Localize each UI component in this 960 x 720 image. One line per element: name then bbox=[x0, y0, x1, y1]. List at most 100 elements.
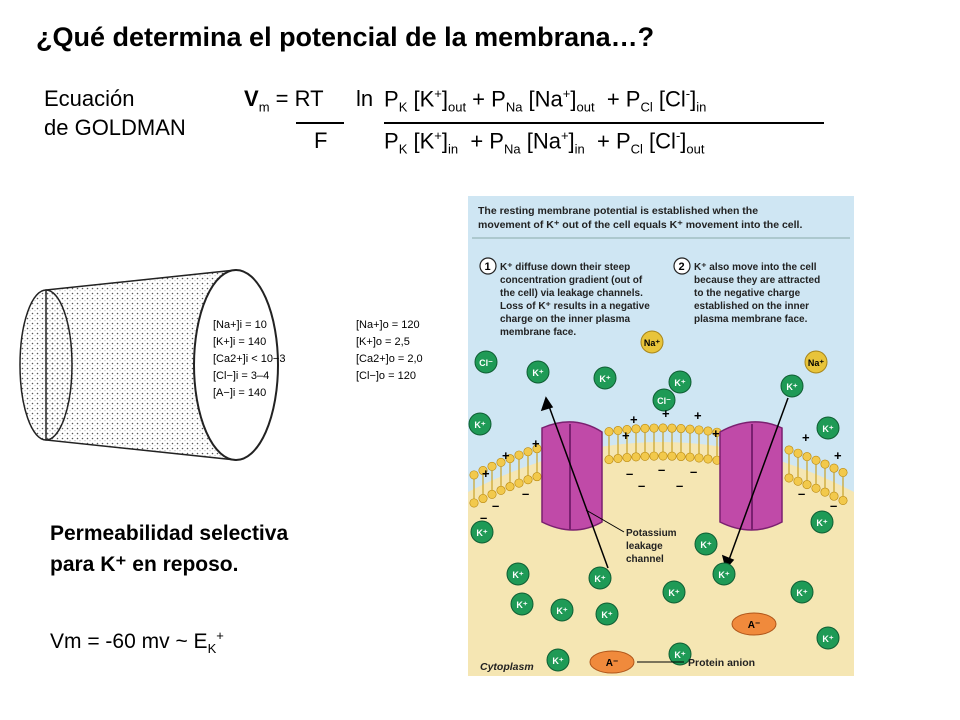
svg-text:K⁺: K⁺ bbox=[816, 518, 827, 528]
svg-text:K⁺: K⁺ bbox=[599, 374, 610, 384]
negative-charge: – bbox=[690, 464, 697, 479]
lipid-head-outer bbox=[811, 455, 821, 465]
channel-label-0: Potassium bbox=[626, 528, 677, 539]
lipid-head-inner bbox=[604, 455, 614, 465]
step-2: 2 K⁺ also move into the cell because the… bbox=[673, 257, 820, 325]
numerator-term-2-post: ] bbox=[690, 86, 697, 112]
positive-charge: + bbox=[712, 426, 720, 441]
potassium-ion: K⁺ bbox=[662, 580, 686, 604]
lipid-head-outer bbox=[649, 423, 659, 433]
negative-charge: – bbox=[798, 486, 805, 501]
potassium-channel-right bbox=[719, 421, 783, 531]
step-2-line-3: established on the inner bbox=[694, 301, 809, 312]
denominator-term-0-sub2: in bbox=[447, 141, 459, 157]
inside-conc-2: [Ca2+]i < 10−3 bbox=[213, 353, 285, 365]
svg-text:K⁺: K⁺ bbox=[786, 382, 797, 392]
lipid-head-inner bbox=[811, 483, 821, 493]
sodium-ion: Na⁺ bbox=[640, 330, 664, 354]
numerator-term-0-sub: K bbox=[398, 99, 408, 115]
svg-text:K⁺: K⁺ bbox=[512, 570, 523, 580]
svg-text:Cl⁻: Cl⁻ bbox=[479, 358, 493, 368]
positive-charge: + bbox=[502, 448, 510, 463]
vm-text: Vm = -60 mv ~ E bbox=[50, 630, 208, 653]
lipid-head-outer bbox=[523, 447, 533, 457]
lipid-head-inner bbox=[469, 498, 479, 508]
positive-charge: + bbox=[834, 448, 842, 463]
protein-anion-label: Protein anion bbox=[688, 657, 755, 669]
svg-text:K⁺: K⁺ bbox=[552, 656, 563, 666]
step-1-line-5: membrane face. bbox=[500, 327, 576, 338]
lipid-head-inner bbox=[649, 451, 659, 461]
lipid-head-outer bbox=[694, 425, 704, 435]
rt-fraction-line bbox=[296, 122, 344, 124]
lipid-head-inner bbox=[667, 451, 677, 461]
equation-lhs: Vm = RT bbox=[244, 86, 324, 114]
positive-charge: + bbox=[482, 466, 490, 481]
inside-conc-4: [A−]i = 140 bbox=[213, 387, 266, 399]
lipid-head-inner bbox=[523, 475, 533, 485]
numerator-term-0-pre: P bbox=[384, 86, 399, 112]
denominator-term-1-sub: Na bbox=[503, 141, 521, 157]
denominator-term-1-sup: + bbox=[560, 128, 569, 143]
negative-charge: – bbox=[480, 510, 487, 525]
numerator-term-2-sup: - bbox=[685, 86, 691, 101]
step-1: 1 K⁺ diffuse down their steep concentrat… bbox=[479, 257, 650, 338]
permeability-note: Permeabilidad selectiva para K⁺ en repos… bbox=[50, 518, 288, 580]
lipid-head-inner bbox=[496, 485, 506, 495]
lipid-head-outer bbox=[820, 459, 830, 469]
denominator-term-1-post: ] bbox=[568, 128, 575, 154]
negative-charge: – bbox=[492, 498, 499, 513]
inside-conc-1: [K+]i = 140 bbox=[213, 336, 266, 348]
svg-text:K⁺: K⁺ bbox=[822, 634, 833, 644]
numerator-term-2-sub: Cl bbox=[640, 99, 653, 115]
svg-text:K⁺: K⁺ bbox=[556, 606, 567, 616]
sodium-ion: Na⁺ bbox=[804, 350, 828, 374]
channel-label: Potassium leakage channel bbox=[626, 528, 677, 565]
lipid-head-inner bbox=[685, 452, 695, 462]
outside-concentrations: [Na+]o = 120 [K+]o = 2,5 [Ca2+]o = 2,0 [… bbox=[356, 319, 423, 382]
negative-charge: – bbox=[626, 466, 633, 481]
denominator-term-2-sub: Cl bbox=[630, 141, 643, 157]
equation-denominator: PK [K+]in + PNa [Na+]in + PCl [Cl-]out bbox=[384, 128, 704, 157]
denominator-term-0-sub: K bbox=[398, 141, 408, 157]
numerator-term-2-pre: + P bbox=[594, 86, 641, 112]
equation-v: V bbox=[244, 86, 259, 111]
figure-header-line1: The resting membrane potential is establ… bbox=[478, 205, 758, 217]
lipid-head-outer bbox=[802, 452, 812, 462]
lipid-head-inner bbox=[694, 453, 704, 463]
lipid-head-outer bbox=[514, 450, 524, 460]
step-2-number: 2 bbox=[679, 261, 685, 273]
outside-conc-0: [Na+]o = 120 bbox=[356, 319, 420, 331]
chloride-ion: Cl⁻ bbox=[652, 388, 676, 412]
positive-charge: + bbox=[802, 430, 810, 445]
equation-f: F bbox=[314, 128, 328, 153]
denominator-term-2-pre: + P bbox=[584, 128, 631, 154]
step-2-badge bbox=[673, 257, 691, 275]
lipid-head-outer bbox=[793, 448, 803, 458]
denominator-term-2-mid: [Cl bbox=[642, 128, 676, 154]
svg-text:K⁺: K⁺ bbox=[532, 368, 543, 378]
equation-numerator: PK [K+]out + PNa [Na+]out + PCl [Cl-]in bbox=[384, 86, 706, 115]
positive-charge: + bbox=[662, 406, 670, 421]
numerator-term-0-mid: [K bbox=[407, 86, 435, 112]
potassium-ion: K⁺ bbox=[510, 592, 534, 616]
lipid-head-outer bbox=[604, 427, 614, 437]
cytoplasm-label: Cytoplasm bbox=[480, 661, 534, 673]
lipid-head-inner bbox=[505, 482, 515, 492]
potassium-ion: K⁺ bbox=[668, 370, 692, 394]
lipid-head-outer bbox=[676, 424, 686, 434]
equation-v-sub: m bbox=[258, 99, 270, 115]
potassium-ion: K⁺ bbox=[816, 626, 840, 650]
lipid-head-inner bbox=[784, 473, 794, 483]
lipid-head-outer bbox=[703, 426, 713, 436]
numerator-term-0-sup: + bbox=[434, 86, 442, 101]
inside-concentrations: [Na+]i = 10 [K+]i = 140 [Ca2+]i < 10−3 [… bbox=[213, 319, 285, 399]
potassium-ion: K⁺ bbox=[526, 360, 550, 384]
positive-charge: + bbox=[532, 436, 540, 451]
potassium-ion: K⁺ bbox=[595, 602, 619, 626]
svg-text:K⁺: K⁺ bbox=[718, 570, 729, 580]
step-2-line-0: K⁺ also move into the cell bbox=[694, 262, 817, 273]
lipid-head-outer bbox=[613, 425, 623, 435]
lipid-head-inner bbox=[793, 476, 803, 486]
numerator-term-1-pre: + P bbox=[466, 86, 506, 112]
